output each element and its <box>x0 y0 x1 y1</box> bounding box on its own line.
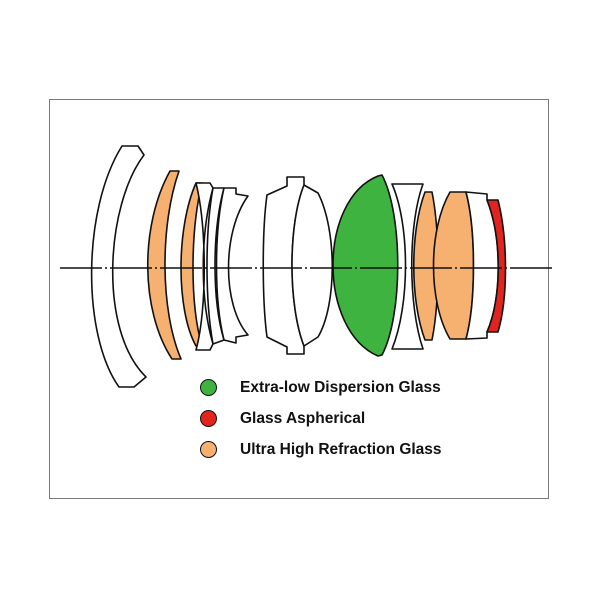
legend-label-aspherical: Glass Aspherical <box>240 409 366 427</box>
lens-element-8 <box>291 184 333 347</box>
legend-label-ed: Extra-low Dispersion Glass <box>240 378 441 396</box>
ed-glass-swatch-icon <box>200 379 217 396</box>
lens-element-6 <box>215 187 249 344</box>
lens-element-2-uhr <box>147 170 182 360</box>
lens-element-3-uhr <box>180 182 203 347</box>
legend-item-ed: Extra-low Dispersion Glass <box>200 372 520 403</box>
legend-item-uhr: Ultra High Refraction Glass <box>200 434 520 465</box>
legend: Extra-low Dispersion Glass Glass Aspheri… <box>200 372 520 465</box>
legend-item-aspherical: Glass Aspherical <box>200 403 520 434</box>
lens-element-14-aspherical <box>486 199 507 333</box>
aspherical-swatch-icon <box>200 410 217 427</box>
lens-element-10 <box>391 183 424 350</box>
lens-element-1 <box>90 145 147 388</box>
lens-element-4 <box>195 182 214 351</box>
lens-element-12-uhr <box>432 191 475 340</box>
lens-element-9-ed <box>332 174 399 357</box>
uhr-glass-swatch-icon <box>200 441 217 458</box>
legend-label-uhr: Ultra High Refraction Glass <box>240 440 442 458</box>
